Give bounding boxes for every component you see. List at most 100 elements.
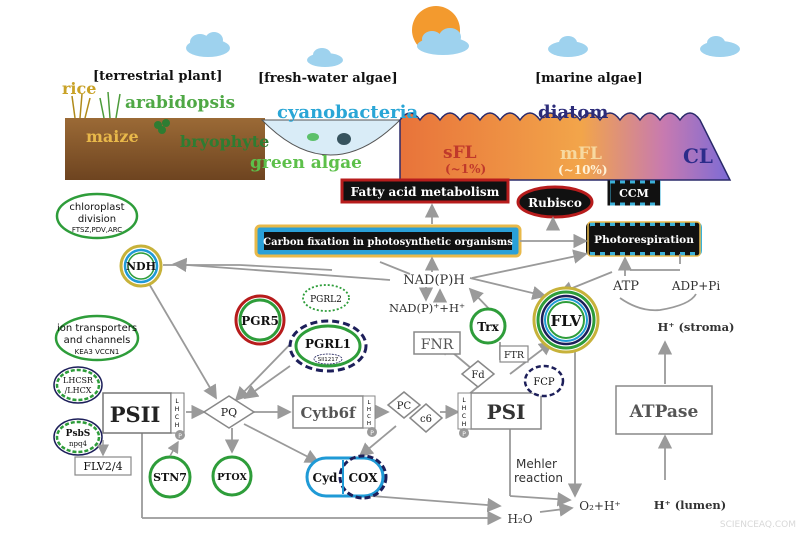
psii-lhc-3: C — [175, 414, 179, 421]
nadph-label: NAD(P)H — [403, 273, 464, 288]
trx-label: Trx — [477, 320, 499, 334]
psi-box — [470, 392, 542, 430]
light-sfl-pct: (~1%) — [445, 162, 486, 176]
atpase-label: ATPase — [629, 402, 699, 422]
organism-arabidopsis: arabidopsis — [125, 93, 235, 113]
cytb6f-label: Cytb6f — [301, 404, 358, 422]
sll-label: Sll1217 — [318, 357, 339, 363]
organism-green-algae: green algae — [250, 153, 362, 173]
ion-transporters-oval — [54, 314, 140, 362]
psi-p-label: P — [462, 431, 466, 438]
stn7-label: STN7 — [153, 471, 187, 484]
cytb6f-p-label: P — [370, 430, 374, 437]
c6-label: c6 — [420, 414, 432, 425]
light-cl: CL — [683, 144, 713, 168]
lhcsr-node — [55, 368, 101, 402]
pgrl2-label: PGRL2 — [310, 295, 342, 305]
photorespiration-label: Photorespiration — [594, 234, 694, 246]
nadp-label: NAD(P)⁺+H⁺ — [389, 301, 465, 315]
psi-lhc-4: H — [462, 421, 467, 428]
cloud-icon — [417, 28, 469, 55]
npq4-label: npq4 — [69, 440, 87, 448]
cytb6f-lhc-4: H — [367, 421, 371, 427]
h-stroma-label: H⁺ (stroma) — [658, 320, 735, 334]
flv24-box — [74, 456, 132, 476]
fcp-node — [523, 364, 565, 398]
fatty-acid-box — [340, 178, 510, 204]
ptox-label: PTOX — [217, 472, 247, 483]
fcp-label: FCP — [533, 377, 555, 388]
chloroplast-division-label: chloroplast — [69, 202, 124, 213]
ndh-label: NDH — [126, 260, 156, 273]
cytb6f-lhc-2: H — [367, 407, 371, 413]
psii-p-label: P — [178, 433, 182, 440]
cyd-cox-node — [305, 456, 385, 498]
psbs-node — [55, 420, 101, 454]
ccm-box — [607, 180, 661, 206]
rice-plant-icon — [71, 93, 91, 119]
h-lumen-label: H⁺ (lumen) — [654, 498, 726, 512]
ptox-node — [211, 455, 253, 497]
flv24-label: FLV2/4 — [83, 460, 122, 473]
chloroplast-division-label2: division — [78, 214, 116, 225]
freshwater-pond — [260, 119, 402, 156]
cloud-icon — [307, 48, 343, 67]
pq-label: PQ — [221, 406, 237, 419]
psii-lhc-1: L — [175, 398, 179, 405]
bryophyte-icon — [154, 119, 170, 134]
carbon-fixation-label: Carbon fixation in photosynthetic organi… — [263, 237, 513, 248]
fd-label: Fd — [471, 370, 485, 381]
cloud-icon — [700, 36, 740, 57]
stn7-node — [148, 455, 192, 499]
lhcx-label: /LHCX — [65, 386, 92, 395]
organism-diatom: diatom — [538, 102, 608, 123]
habitat-freshwater: [fresh-water algae] — [258, 71, 398, 86]
light-mfl-pct: (~10%) — [558, 163, 608, 177]
trx-node — [469, 307, 507, 345]
light-mfl: mFL — [560, 144, 602, 164]
cyd-label: Cyd — [313, 471, 339, 485]
cox-label: COX — [348, 471, 378, 485]
adp-label: ADP+Pi — [671, 279, 720, 293]
psi-lhc-1: L — [462, 397, 466, 404]
organism-maize: maize — [86, 127, 139, 146]
psi-label: PSI — [487, 400, 526, 424]
organism-bryophyte: bryophyte — [180, 132, 269, 151]
pq-node — [202, 395, 256, 429]
fnr-box — [413, 331, 461, 355]
pathway-arrows — [141, 203, 697, 526]
lhcsr-label: LHCSR — [63, 376, 94, 385]
arabidopsis-plant-icon — [99, 91, 121, 119]
watermark: SCIENCEAQ.COM — [720, 520, 796, 530]
ftr-box — [499, 345, 529, 363]
ftr-label: FTR — [504, 350, 525, 361]
psii-label: PSII — [110, 402, 161, 427]
cytb6f-lhc-3: C — [367, 414, 371, 420]
h2o-label: H₂O — [507, 512, 532, 526]
habitat-marine: [marine algae] — [535, 71, 643, 86]
cytb6f-box — [292, 395, 364, 429]
c6-node — [408, 403, 444, 433]
reaction-label: reaction — [514, 471, 563, 485]
flv-label: FLV — [550, 312, 581, 330]
atpase-box — [615, 385, 713, 435]
psi-lhc-2: H — [462, 405, 467, 412]
chloroplast-division-oval — [55, 192, 139, 240]
cytb6f-lhc-1: L — [367, 400, 371, 406]
ccm-label: CCM — [619, 187, 649, 200]
ion-transporters-label2: and channels — [64, 335, 131, 346]
habitat-terrestrial: [terrestrial plant] — [93, 69, 222, 84]
organism-cyanobacteria: cyanobacteria — [277, 102, 418, 123]
light-sfl: sFL — [443, 143, 477, 163]
rubisco-label: Rubisco — [528, 196, 582, 210]
fnr-label: FNR — [421, 337, 454, 353]
pgrl2-node — [302, 284, 350, 312]
chloroplast-division-genes: FTSZ,PDV,ARC — [72, 226, 122, 234]
fatty-acid-label: Fatty acid metabolism — [351, 185, 500, 199]
cloud-icon — [186, 32, 230, 57]
psi-lhc-3: C — [462, 413, 466, 420]
organism-rice: rice — [62, 79, 96, 98]
psii-lhc-4: H — [175, 422, 180, 429]
